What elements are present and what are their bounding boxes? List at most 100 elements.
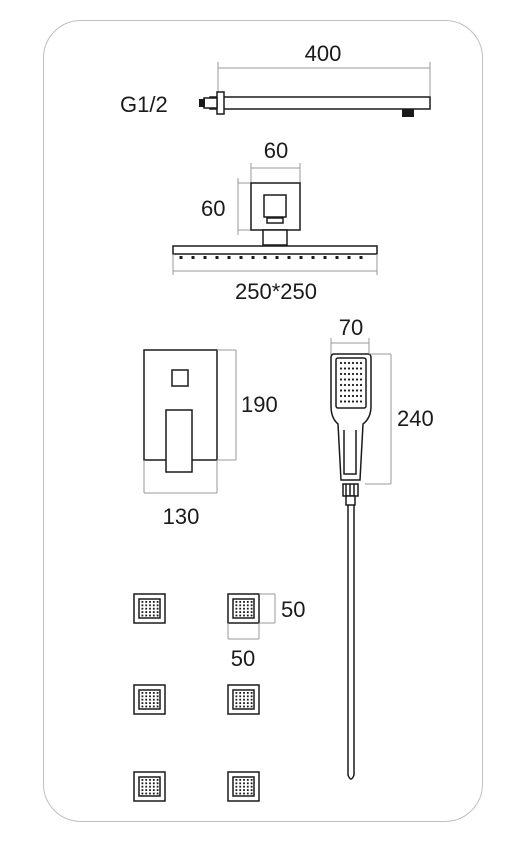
spray-dot — [339, 389, 343, 392]
jet-dot — [246, 782, 249, 785]
spray-dot — [347, 383, 351, 387]
body-jet — [227, 771, 260, 802]
jet-dot — [246, 601, 249, 603]
spray-dot — [359, 378, 363, 381]
spray-dot — [347, 367, 351, 370]
jet-dot — [246, 779, 249, 781]
jet-dot — [239, 702, 242, 704]
nozzle-dot — [263, 256, 267, 259]
jet-dot — [243, 692, 245, 694]
jet-dot — [239, 604, 242, 607]
jet-dot — [145, 695, 148, 698]
jet-dot — [152, 705, 155, 708]
jet-dot — [145, 614, 148, 617]
jet-dot — [149, 698, 151, 701]
spray-dot — [347, 361, 351, 365]
jet-dot — [149, 789, 151, 791]
jet-dot — [239, 789, 242, 791]
jet-dot — [152, 789, 155, 791]
spray-dot — [347, 400, 351, 403]
shower-arm — [199, 62, 431, 117]
nozzle-dot — [251, 256, 255, 259]
spray-dot — [351, 367, 355, 370]
jet-dot — [246, 614, 249, 617]
jet-dot — [235, 601, 238, 603]
jet-dot — [250, 705, 253, 708]
jet-dot — [149, 614, 151, 617]
jet-dot — [246, 785, 249, 788]
jet-dot — [156, 792, 159, 795]
jet-dot — [243, 607, 245, 610]
jet-dot — [149, 611, 151, 613]
body-jet — [227, 684, 260, 715]
spray-dot — [343, 361, 347, 365]
jet-dot — [149, 792, 151, 795]
jet-dot — [156, 698, 159, 701]
jet-dot — [239, 785, 242, 788]
jet-face — [138, 776, 161, 797]
jet-dot — [152, 607, 155, 610]
spray-dot — [359, 389, 363, 392]
jet-dot — [243, 604, 245, 607]
jet-dot — [145, 692, 148, 694]
body-jet — [227, 593, 260, 624]
jet-dot — [156, 601, 159, 603]
jet-dot — [152, 614, 155, 617]
jet-dot — [152, 702, 155, 704]
jet-dot — [235, 692, 238, 694]
jet-dot — [246, 792, 249, 795]
jet-dot — [145, 785, 148, 788]
spray-dot — [355, 372, 359, 376]
nozzle-dot — [323, 256, 327, 259]
valve-width-label: 130 — [163, 504, 200, 529]
jet-dot — [152, 604, 155, 607]
nozzle-dot — [191, 256, 195, 259]
jet-dot — [243, 695, 245, 698]
handshower-length-label: 240 — [397, 406, 434, 431]
jet-dot — [152, 782, 155, 785]
nozzle-dot — [311, 256, 315, 259]
jet-dot — [145, 607, 148, 610]
jet-dot — [156, 692, 159, 694]
jet-dot — [243, 705, 245, 708]
shower-hose — [347, 505, 355, 780]
jet-dot — [141, 698, 144, 701]
jet-dot — [250, 611, 253, 613]
jet-dot — [152, 698, 155, 701]
mixing-valve — [143, 349, 237, 494]
jet-dot — [243, 702, 245, 704]
jet-dot — [250, 607, 253, 610]
jet-dot — [156, 611, 159, 613]
jet-dot — [149, 705, 151, 708]
spray-dot — [339, 383, 343, 387]
jet-dot — [239, 614, 242, 617]
spray-dot — [339, 400, 343, 403]
spray-dot — [343, 367, 347, 370]
jet-dot — [239, 607, 242, 610]
jet-dot — [145, 702, 148, 704]
jet-dot — [250, 785, 253, 788]
jet-dot — [243, 611, 245, 613]
jet-dot — [250, 779, 253, 781]
body-jets — [133, 593, 260, 802]
spray-dot — [355, 400, 359, 403]
jet-face — [232, 598, 255, 619]
spray-dot — [339, 394, 343, 398]
jet-dot — [149, 692, 151, 694]
jet-dot — [250, 782, 253, 785]
jet-dot — [250, 698, 253, 701]
spray-dot — [339, 372, 343, 376]
jet-dot — [145, 792, 148, 795]
jet-dot — [145, 782, 148, 785]
jet-dot — [235, 695, 238, 698]
nozzle-dot — [347, 256, 351, 259]
jet-dot — [145, 698, 148, 701]
drawing-frame — [43, 20, 483, 822]
spray-dot — [343, 378, 347, 381]
jet-dot — [235, 789, 238, 791]
jet-dot — [152, 792, 155, 795]
mount-height-label: 60 — [201, 196, 225, 221]
nozzle-dot — [299, 256, 303, 259]
jet-dot — [243, 601, 245, 603]
